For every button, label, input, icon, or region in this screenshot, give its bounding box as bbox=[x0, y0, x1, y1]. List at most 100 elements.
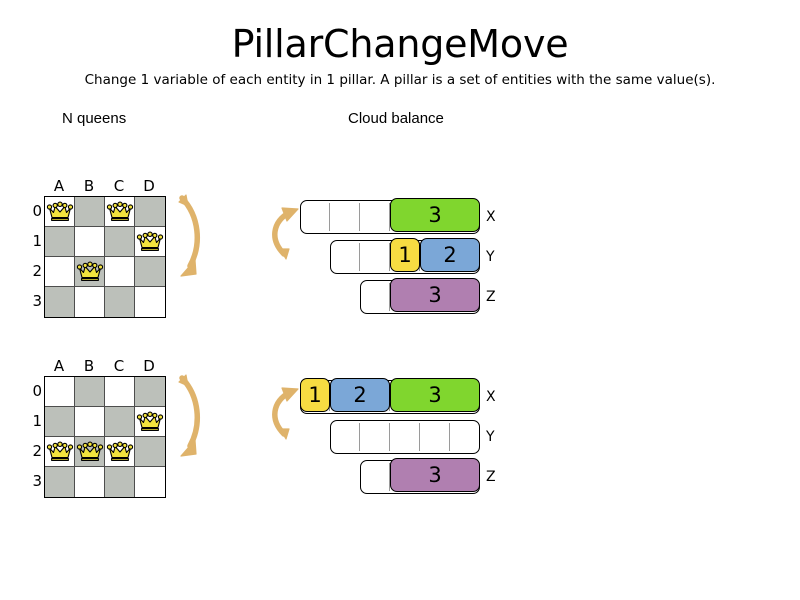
board-cell-d1[interactable] bbox=[135, 227, 165, 257]
board-row-label-2: 2 bbox=[32, 262, 42, 280]
board-row-label-3: 3 bbox=[32, 472, 42, 490]
chess-move-arrow-top-icon bbox=[178, 194, 200, 277]
board-cell-b0[interactable] bbox=[75, 197, 105, 227]
process-block-3[interactable]: 3 bbox=[390, 378, 480, 413]
slot-divider bbox=[389, 463, 391, 491]
slot-divider bbox=[359, 243, 361, 271]
slot-divider bbox=[389, 283, 391, 311]
board-cell-c0[interactable] bbox=[105, 377, 135, 407]
board-cell-c1[interactable] bbox=[105, 407, 135, 437]
board-cell-a0[interactable] bbox=[45, 197, 75, 227]
board-cell-b1[interactable] bbox=[75, 407, 105, 437]
board-column-label-c: C bbox=[113, 357, 125, 375]
queen-icon bbox=[106, 201, 134, 221]
queen-icon bbox=[76, 261, 104, 281]
board-cell-a1[interactable] bbox=[45, 227, 75, 257]
queen-icon bbox=[46, 201, 74, 221]
board-cell-b3[interactable] bbox=[75, 467, 105, 497]
page-subtitle: Change 1 variable of each entity in 1 pi… bbox=[84, 72, 716, 88]
queen-icon bbox=[106, 441, 134, 461]
board-cell-c2[interactable] bbox=[105, 257, 135, 287]
board-column-label-d: D bbox=[143, 177, 155, 195]
page-title: PillarChangeMove bbox=[231, 22, 569, 66]
process-block-3[interactable]: 3 bbox=[390, 278, 480, 313]
machine-capacity-bar-y[interactable] bbox=[330, 420, 480, 454]
process-block-3[interactable]: 3 bbox=[390, 458, 480, 493]
board-row-label-2: 2 bbox=[32, 442, 42, 460]
board-cell-a1[interactable] bbox=[45, 407, 75, 437]
board-cell-d1[interactable] bbox=[135, 407, 165, 437]
slot-divider bbox=[389, 243, 391, 271]
board-column-label-b: B bbox=[83, 177, 95, 195]
board-cell-a3[interactable] bbox=[45, 287, 75, 317]
board-cell-c0[interactable] bbox=[105, 197, 135, 227]
section-heading-cloud: Cloud balance bbox=[348, 110, 444, 127]
slot-divider bbox=[329, 203, 331, 231]
board-cell-a0[interactable] bbox=[45, 377, 75, 407]
board-row-label-1: 1 bbox=[32, 412, 42, 430]
board-column-label-d: D bbox=[143, 357, 155, 375]
board-cell-a2[interactable] bbox=[45, 257, 75, 287]
board-cell-c3[interactable] bbox=[105, 467, 135, 497]
process-block-1[interactable]: 1 bbox=[390, 238, 420, 273]
board-row-label-1: 1 bbox=[32, 232, 42, 250]
cloud-move-arrow-bottom-icon bbox=[272, 387, 299, 440]
board-cell-c3[interactable] bbox=[105, 287, 135, 317]
section-heading-nqueens: N queens bbox=[62, 110, 127, 127]
board-cell-b3[interactable] bbox=[75, 287, 105, 317]
board-cell-a2[interactable] bbox=[45, 437, 75, 467]
board-cell-c1[interactable] bbox=[105, 227, 135, 257]
board-row-labels: 0 1 2 3 bbox=[28, 376, 44, 496]
board-cell-a3[interactable] bbox=[45, 467, 75, 497]
board-cell-b1[interactable] bbox=[75, 227, 105, 257]
machine-label-z: Z bbox=[486, 469, 496, 485]
board-row-label-0: 0 bbox=[32, 382, 42, 400]
machine-row-y: Y bbox=[290, 420, 550, 454]
machine-label-y: Y bbox=[486, 429, 495, 445]
process-block-1[interactable]: 1 bbox=[300, 378, 330, 413]
slot-divider bbox=[389, 203, 391, 231]
machine-label-x: X bbox=[486, 209, 496, 225]
board-cell-d0[interactable] bbox=[135, 377, 165, 407]
slot-divider bbox=[359, 203, 361, 231]
board-cell-b0[interactable] bbox=[75, 377, 105, 407]
queen-icon bbox=[136, 411, 164, 431]
process-block-2[interactable]: 2 bbox=[420, 238, 480, 273]
diagram-header: PillarChangeMove Change 1 variable of ea… bbox=[0, 22, 800, 89]
board-column-label-c: C bbox=[113, 177, 125, 195]
slot-divider bbox=[359, 423, 361, 451]
board-cell-d0[interactable] bbox=[135, 197, 165, 227]
slot-divider bbox=[419, 423, 421, 451]
board-cell-b2[interactable] bbox=[75, 257, 105, 287]
board-column-label-a: A bbox=[53, 177, 65, 195]
board-cell-d2[interactable] bbox=[135, 437, 165, 467]
board-row-label-3: 3 bbox=[32, 292, 42, 310]
slot-divider bbox=[389, 423, 391, 451]
machine-label-x: X bbox=[486, 389, 496, 405]
machine-label-y: Y bbox=[486, 249, 495, 265]
process-block-3[interactable]: 3 bbox=[390, 198, 480, 233]
board-cell-d3[interactable] bbox=[135, 467, 165, 497]
chess-board-grid bbox=[44, 376, 166, 498]
process-block-2[interactable]: 2 bbox=[330, 378, 390, 413]
board-cell-d3[interactable] bbox=[135, 287, 165, 317]
cloud-move-arrow-top-icon bbox=[272, 207, 299, 260]
board-cell-b2[interactable] bbox=[75, 437, 105, 467]
board-cell-c2[interactable] bbox=[105, 437, 135, 467]
queen-icon bbox=[136, 231, 164, 251]
board-cell-d2[interactable] bbox=[135, 257, 165, 287]
queen-icon bbox=[46, 441, 74, 461]
board-column-label-b: B bbox=[83, 357, 95, 375]
board-column-label-a: A bbox=[53, 357, 65, 375]
